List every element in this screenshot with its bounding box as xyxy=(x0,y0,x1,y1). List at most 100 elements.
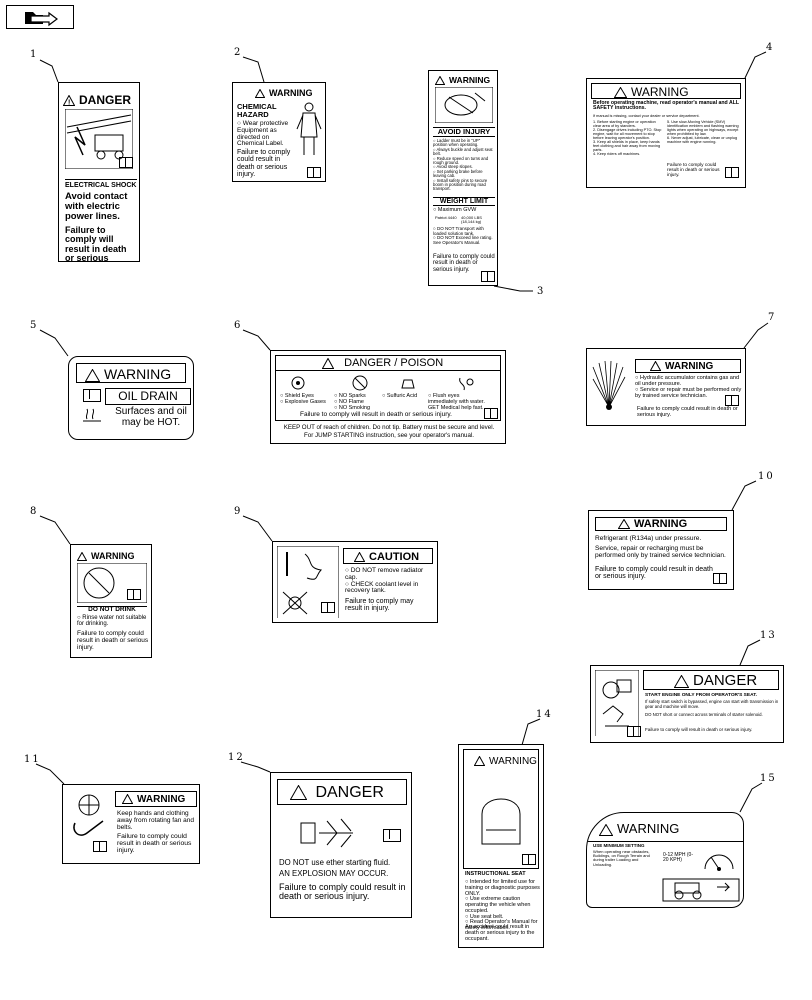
line-3: DO NOT short or connect across terminals… xyxy=(645,712,763,717)
header-band: DANGER xyxy=(277,779,407,805)
decal-footer: Failure to comply will result in death o… xyxy=(300,411,452,418)
header-band: WARNING xyxy=(635,359,741,373)
bullet-text: DO NOT Transport with loaded solution ta… xyxy=(433,226,484,236)
line-2: Service, repair or recharging must be pe… xyxy=(595,545,726,559)
decal-footer: Failure to comply could result in death … xyxy=(279,882,406,902)
gvw-text: Maximum GVW xyxy=(437,207,477,213)
callout-11: 11 xyxy=(24,754,41,765)
see-manual: See Operator's Manual. xyxy=(433,240,481,246)
decal-operator-manual: WARNING Before operating machine, read o… xyxy=(586,78,746,188)
decal-rotating-fan: WARNING Keep hands and clothing away fro… xyxy=(62,784,200,864)
decal-footer: Failure to comply could result in death … xyxy=(77,630,149,651)
tractor-runover-icon xyxy=(595,670,639,736)
decal-title: USE MINIMUM SETTING xyxy=(593,843,645,848)
header-text: DANGER xyxy=(79,93,132,107)
warning-triangle-icon xyxy=(614,87,627,98)
header-text: WARNING xyxy=(634,518,688,530)
header-band: WARNING xyxy=(591,83,741,99)
header-text: CAUTION xyxy=(369,551,420,563)
header-text: WARNING xyxy=(104,366,172,382)
decal-footer: Failure to comply could result in death … xyxy=(667,163,720,179)
decal-header: WARNING xyxy=(618,518,687,530)
svg-text:!: ! xyxy=(68,100,70,107)
header-text: WARNING xyxy=(449,75,491,85)
decal-refrigerant: WARNING Refrigerant (R134a) under pressu… xyxy=(588,510,734,590)
eye-shield-icon xyxy=(291,376,305,390)
bullet-item: ○ Always buckle and adjust seat belt. xyxy=(433,146,493,157)
decal-title-2: WEIGHT LIMIT xyxy=(433,197,495,207)
line-1: DO NOT use ether starting fluid. xyxy=(279,858,391,867)
sprayer-vehicle-icon xyxy=(662,878,740,902)
warning-triangle-icon xyxy=(474,756,485,767)
bullet-text: Service or repair must be performed only… xyxy=(635,386,742,399)
column-3: ○ Sulfuric Acid xyxy=(382,393,418,399)
nav-arrow-button[interactable] xyxy=(6,5,74,29)
warning-triangle-icon xyxy=(122,794,133,805)
bullet-text: Set parking brake before leaving cab. xyxy=(433,168,483,179)
header-band: DANGER xyxy=(643,670,779,690)
bullet-text: Use extreme caution operating the vehicl… xyxy=(465,896,531,914)
manual-book-icon xyxy=(627,726,641,737)
bullet-text: Avoid steep slopes. xyxy=(436,164,473,170)
decal-title: DO NOT DRINK xyxy=(77,606,147,614)
left-items: 1. Before starting engine or operation c… xyxy=(593,120,663,156)
warning-triangle-icon xyxy=(290,785,307,801)
manual-book-icon xyxy=(119,157,133,168)
decal-text: Keep hands and clothing away from rotati… xyxy=(117,810,194,831)
col-text: Shield Eyes xyxy=(284,393,314,399)
manual-book-icon xyxy=(484,408,498,419)
callout-1: 1 xyxy=(30,49,39,60)
decal-footer: An accident could result in death or ser… xyxy=(465,924,535,942)
decal-header: CAUTION xyxy=(354,551,419,563)
decal-header: WARNING xyxy=(650,361,713,372)
manual-book-icon xyxy=(522,854,536,865)
hot-surface-icon xyxy=(83,408,101,422)
bullet-text: Read Operator's Manual for safety inform… xyxy=(465,919,538,932)
header-text: DANGER xyxy=(693,672,758,689)
jump-start-text: For JUMP STARTING instruction, see your … xyxy=(303,432,475,439)
decal-instructional-seat: WARNING INSTRUCTIONAL SEAT ○ Intended fo… xyxy=(458,744,544,948)
line-1: START ENGINE ONLY FROM OPERATOR'S SEAT. xyxy=(645,693,757,698)
col-text: NO Flame xyxy=(338,398,364,405)
decal-caution-radiator: CAUTION ○ DO NOT remove radiator cap. ○ … xyxy=(272,541,438,623)
decal-header: DANGER / POISON xyxy=(322,357,443,369)
callout-3: 3 xyxy=(537,286,546,297)
divider xyxy=(276,370,500,371)
speed-text: 0-12 MPH (0-20 KPH) xyxy=(663,852,694,864)
ether-explosion-icon xyxy=(300,818,353,848)
column-1: ○ Shield Eyes ○ Explosive Gases xyxy=(280,393,326,405)
rollover-pictogram-icon xyxy=(435,87,493,123)
flush-eyes-icon xyxy=(459,377,474,391)
acid-icon xyxy=(401,379,415,389)
bullet-list: ○ Ladder must be in "UP" position when o… xyxy=(433,138,495,192)
decal-footer: Failure to comply could result in death … xyxy=(117,833,192,855)
bullet-text: Hydraulic accumulator contains gas and o… xyxy=(635,375,740,387)
speed-dial-icon xyxy=(704,854,734,871)
bullet-text: Reduce speed on turns and rough ground. xyxy=(433,155,489,166)
manual-book-icon xyxy=(93,841,107,852)
warning-triangle-icon: ! xyxy=(63,95,75,107)
bullet-list-2: ○ DO NOT Transport with loaded solution … xyxy=(433,226,495,246)
decal-bullet: ○ Rinse water not suitable for drinking. xyxy=(77,615,147,628)
warning-triangle-icon xyxy=(599,823,613,836)
decal-chemical-hazard: WARNING CHEMICAL HAZARD ○ Wear protectiv… xyxy=(232,82,326,182)
warning-triangle-icon xyxy=(354,552,365,563)
spec-weight: 40,000 LBS (18,144 kg) xyxy=(461,215,482,225)
decal-footer: Failure to comply could result in death … xyxy=(237,149,291,179)
callout-7: 7 xyxy=(768,312,777,323)
seat-belt-person-icon xyxy=(481,798,521,845)
callout-10: 10 xyxy=(758,471,775,482)
decal-title: INSTRUCTIONAL SEAT xyxy=(465,871,526,877)
callout-2: 2 xyxy=(234,47,243,58)
decal-header: ! DANGER xyxy=(63,93,131,107)
warning-triangle-icon xyxy=(435,76,445,86)
callout-13: 13 xyxy=(760,630,777,641)
header-text: WARNING xyxy=(631,85,689,99)
manual-book-icon xyxy=(321,602,335,613)
decal-footer: Failure to comply could result in death … xyxy=(595,566,713,581)
decal-title: OIL DRAIN xyxy=(105,388,191,405)
header-text: WARNING xyxy=(137,794,186,805)
manual-book-icon xyxy=(127,589,141,600)
decal-text: When operating near obstacles, Buildings… xyxy=(593,849,650,867)
